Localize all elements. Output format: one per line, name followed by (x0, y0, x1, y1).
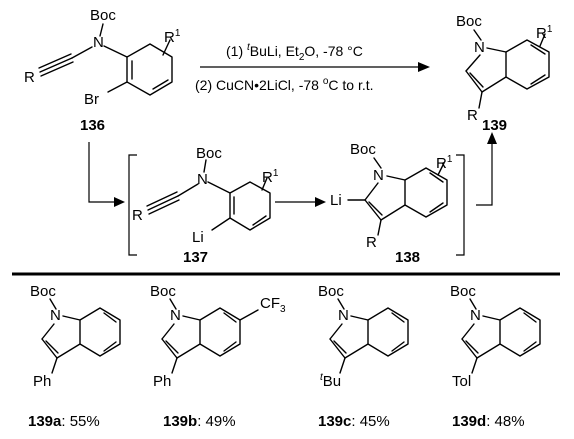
r1-label-138: R1 (436, 154, 453, 172)
boc-label-139b: Boc (150, 283, 176, 300)
tol-label-139d: Tol (452, 373, 471, 390)
n-label-139: N (474, 39, 485, 56)
n-label-139b: N (170, 307, 181, 324)
n-label-139a: N (50, 307, 61, 324)
cf3-label-139b: CF3 (260, 295, 286, 315)
n-label-139d: N (470, 307, 481, 324)
n-label-136: N (93, 34, 104, 51)
mechanism-path (88, 132, 497, 256)
r-label-138: R (366, 234, 377, 251)
br-label-136: Br (84, 91, 99, 108)
r1-label-139: R1 (536, 24, 553, 42)
boc-label-139d: Boc (450, 283, 476, 300)
yield-139b: 139b: 49% (163, 413, 236, 430)
n-label-137: N (197, 171, 208, 188)
yield-139d: 139d: 48% (452, 413, 525, 430)
condition-step-2: (2) CuCN•2LiCl, -78 oC to r.t. (195, 76, 374, 93)
boc-label-138: Boc (350, 141, 376, 158)
r-label-136: R (24, 69, 35, 86)
compound-label-139: 139 (482, 117, 507, 134)
product-139a: Boc N Ph (30, 283, 121, 390)
r1-label-136: R1 (164, 28, 181, 46)
compound-label-137: 137 (183, 249, 208, 266)
tbu-label-139c: tBu (320, 372, 341, 390)
main-reaction-arrow: (1) tBuLi, Et2O, -78 °C (2) CuCN•2LiCl, … (195, 42, 430, 93)
li-label-138: Li (330, 192, 342, 209)
compound-label-138: 138 (395, 249, 420, 266)
boc-label-139a: Boc (30, 283, 56, 300)
yield-139a: 139a: 55% (28, 413, 100, 430)
ph-label-139a: Ph (33, 373, 51, 390)
product-139c: Boc N tBu (318, 283, 409, 390)
boc-label-139c: Boc (318, 283, 344, 300)
product-139b: Boc N Ph CF3 (150, 283, 286, 390)
compound-139: Boc N R R1 139 (456, 13, 553, 134)
compound-137: Boc N R Li R1 137 (132, 145, 279, 266)
boc-label-137: Boc (196, 145, 222, 162)
ph-label-139b: Ph (153, 373, 171, 390)
yield-139c: 139c: 45% (318, 413, 390, 430)
compound-label-136: 136 (80, 117, 105, 134)
boc-label-139: Boc (456, 13, 482, 30)
condition-step-1: (1) tBuLi, Et2O, -78 °C (226, 42, 363, 63)
n-label-138: N (373, 167, 384, 184)
r-label-137: R (132, 207, 143, 224)
r1-label-137: R1 (262, 168, 279, 186)
li-label-137: Li (192, 229, 204, 246)
compound-138: Boc N Li R R1 138 (330, 141, 453, 266)
product-139d: Boc N Tol (450, 283, 541, 390)
compound-136: Boc N R Br R1 136 (24, 7, 181, 134)
boc-label-136: Boc (90, 7, 116, 24)
n-label-139c: N (338, 307, 349, 324)
r-label-139: R (467, 107, 478, 124)
